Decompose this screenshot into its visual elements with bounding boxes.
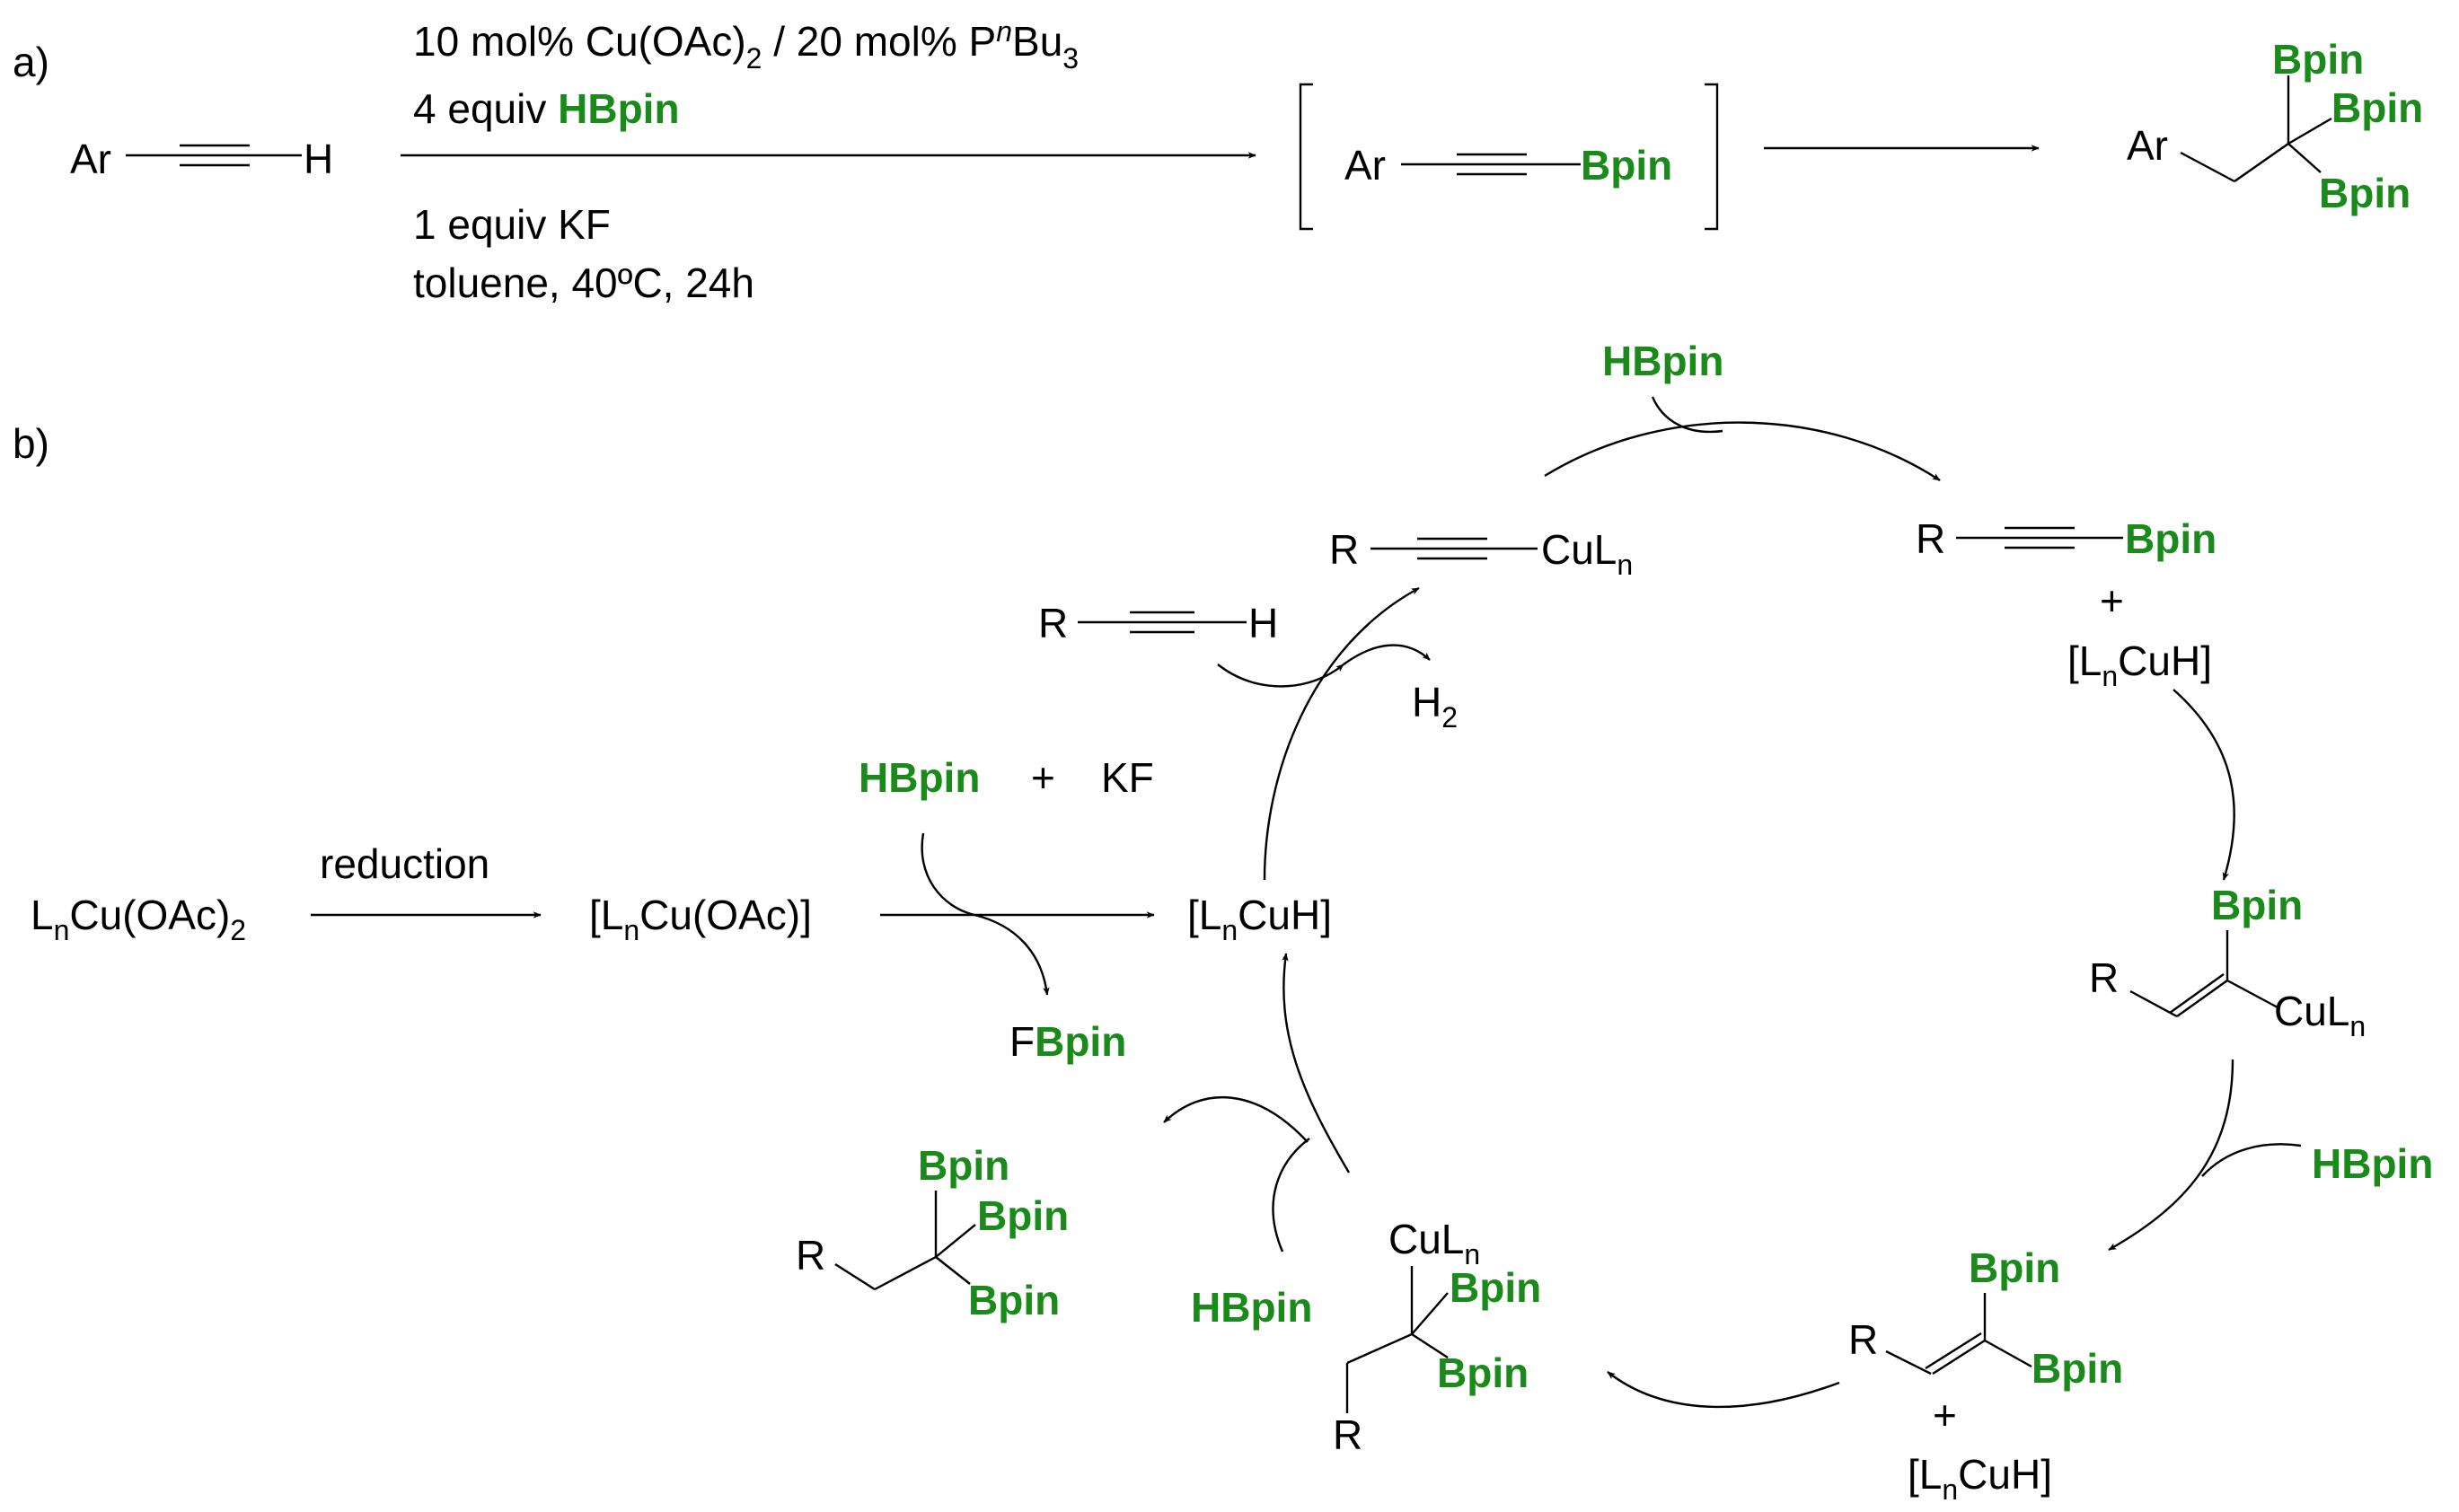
double-bond-line — [1932, 1339, 1986, 1376]
double-bond-line — [1925, 1332, 1982, 1370]
r-group: R — [1329, 526, 1359, 573]
bpin-group: Bpin — [1450, 1264, 1541, 1311]
copper-precatalyst: LnCu(OAc)2 — [31, 892, 246, 946]
triboryl-alkane-product: Bpin Bpin Bpin R — [796, 1142, 1069, 1323]
hbpin-reagent: HBpin — [1602, 338, 1723, 384]
hydrogen-byproduct: H2 — [1412, 679, 1458, 734]
copper-hydride: [LnCuH] — [1187, 892, 1332, 946]
r-group: R — [1916, 515, 1945, 562]
cycle-arrow — [2108, 1059, 2234, 1252]
plus-sign: + — [2100, 577, 2124, 624]
bond — [2287, 117, 2332, 145]
terminal-alkyne: R H — [1038, 600, 1278, 646]
vinyl-copper: Bpin R CuLn — [2089, 882, 2366, 1042]
curved-arrow-in — [921, 832, 975, 917]
bond — [2180, 151, 2235, 183]
r-group: R — [1848, 1316, 1878, 1363]
catalyst-conditions: 10 mol% Cu(OAc)2 / 20 mol% PnBu3 — [413, 15, 1079, 75]
bond — [1346, 1332, 1413, 1365]
bond — [874, 1255, 937, 1291]
hbpin-in-arrow — [2201, 1143, 2302, 1177]
plus-sign: + — [1933, 1392, 1957, 1438]
panel-b: b) LnCu(OAc)2 reduction [LnCu(OAc)] HBpi… — [13, 338, 2433, 1506]
r-group: R — [796, 1232, 825, 1279]
aryl-group: Ar — [1344, 142, 1386, 189]
panel-a: a) Ar H 10 mol% Cu(OAc)2 / 20 mol% PnBu3… — [13, 15, 2423, 306]
alkyne-in-arrow — [1217, 664, 1344, 688]
left-bracket — [1299, 83, 1313, 231]
hbpin-in-arrow — [1272, 1138, 1310, 1253]
cycle-arrow — [1544, 421, 1941, 482]
additive-conditions: 1 equiv KF — [413, 201, 611, 248]
cycle-arrow — [1607, 1371, 1840, 1409]
bpin-group: Bpin — [918, 1142, 1009, 1189]
panel-b-label: b) — [13, 420, 49, 467]
bond — [1411, 1332, 1449, 1359]
double-bond-line — [2169, 973, 2225, 1014]
copper-acetate-species: [LnCu(OAc)] — [589, 892, 812, 946]
aryl-group: Ar — [70, 136, 111, 182]
product-out-arrow — [1163, 1096, 1309, 1143]
bond — [1411, 1292, 1449, 1335]
bond — [834, 1262, 876, 1291]
panel-a-label: a) — [13, 39, 49, 85]
hbpin-reagent: HBpin — [1191, 1284, 1312, 1331]
bpin-group: Bpin — [2331, 84, 2423, 131]
reduction-label: reduction — [320, 840, 489, 887]
bpin-group: Bpin — [2032, 1345, 2123, 1392]
copper-ligand: CuLn — [1388, 1216, 1480, 1270]
double-bond-line — [2176, 980, 2228, 1017]
aryl-alkyne-reactant: Ar H — [70, 136, 333, 182]
bpin-group: Bpin — [1969, 1244, 2060, 1291]
borane-equivalents: 4 equiv HBpin — [413, 85, 680, 132]
copper-acetylide: R CuLn — [1329, 526, 1633, 581]
r-group: R — [1038, 600, 1068, 646]
hbpin-in-arrow — [1651, 396, 1723, 434]
hbpin-reagent: HBpin — [859, 754, 980, 801]
bpin-group: Bpin — [2125, 515, 2217, 562]
hbpin-reagent: HBpin — [2312, 1140, 2433, 1187]
bpin-group: Bpin — [968, 1277, 1060, 1323]
terminal-hydrogen: H — [1248, 600, 1278, 646]
curved-arrow-out — [974, 913, 1050, 996]
copper-hydride: [LnCuH] — [2067, 637, 2212, 692]
alkyl-copper: CuLn Bpin Bpin R — [1333, 1216, 1541, 1458]
solvent-conditions: toluene, 40ºC, 24h — [413, 259, 754, 306]
copper-ligand: CuLn — [2274, 988, 2366, 1042]
bpin-group: Bpin — [1437, 1349, 1529, 1396]
bpin-group: Bpin — [2272, 36, 2364, 83]
bpin-group: Bpin — [1581, 142, 1672, 189]
copper-hydride: [LnCuH] — [1908, 1451, 2052, 1506]
cycle-arrow — [2173, 689, 2235, 881]
cycle-arrow — [1263, 586, 1420, 881]
bond — [1984, 1339, 2032, 1368]
copper-ligand: CuLn — [1541, 526, 1633, 581]
bond — [2234, 143, 2289, 182]
alkynyl-boronate: R Bpin — [1916, 515, 2217, 562]
bond — [935, 1256, 971, 1285]
bond — [2226, 979, 2278, 1009]
kf-reagent: KF — [1101, 754, 1154, 801]
fbpin-byproduct: FBpin — [1009, 1018, 1126, 1065]
h2-out-arrow — [1343, 644, 1431, 665]
bond — [935, 1224, 976, 1258]
alkynyl-boronate-intermediate: Ar Bpin — [1344, 142, 1672, 189]
bond — [2287, 143, 2322, 173]
diboryl-alkene: Bpin R Bpin — [1848, 1244, 2123, 1392]
triboryl-alkane-product: Ar Bpin Bpin Bpin — [2127, 36, 2423, 216]
bond — [2129, 989, 2178, 1018]
cycle-arrow — [1282, 953, 1351, 1174]
terminal-hydrogen: H — [304, 136, 333, 182]
bpin-group: Bpin — [977, 1192, 1069, 1239]
plus-sign: + — [1031, 754, 1055, 801]
aryl-group: Ar — [2127, 122, 2168, 169]
r-group: R — [2089, 954, 2119, 1001]
bpin-group: Bpin — [2319, 170, 2411, 216]
bpin-group: Bpin — [2211, 882, 2303, 928]
right-bracket — [1705, 83, 1719, 231]
bond — [1885, 1349, 1932, 1376]
r-group: R — [1333, 1411, 1362, 1458]
